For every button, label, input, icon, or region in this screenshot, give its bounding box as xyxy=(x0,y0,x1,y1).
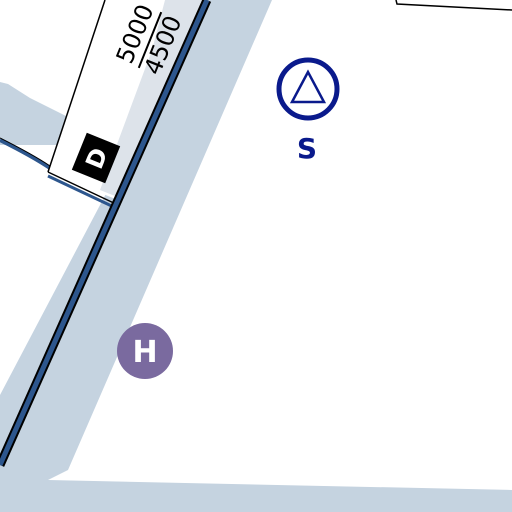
boundary-bracket xyxy=(395,0,512,11)
heliport[interactable]: H xyxy=(117,323,173,379)
airspace-band-edge xyxy=(0,138,52,170)
triangle-in-circle-icon xyxy=(276,57,340,121)
label-panel-shade xyxy=(100,0,205,198)
heliport-label: H xyxy=(132,335,157,370)
heliport-icon xyxy=(117,323,173,379)
class-tag-box xyxy=(71,132,121,184)
airspace-band-left xyxy=(0,82,70,145)
triangle-waypoint[interactable]: S xyxy=(276,57,340,165)
triangle-icon xyxy=(289,69,327,104)
airspace-boundary-line xyxy=(0,0,210,467)
airspace-class-tag: D xyxy=(71,132,121,184)
altitude-divider xyxy=(137,11,163,69)
waypoint-label: S xyxy=(297,132,317,165)
